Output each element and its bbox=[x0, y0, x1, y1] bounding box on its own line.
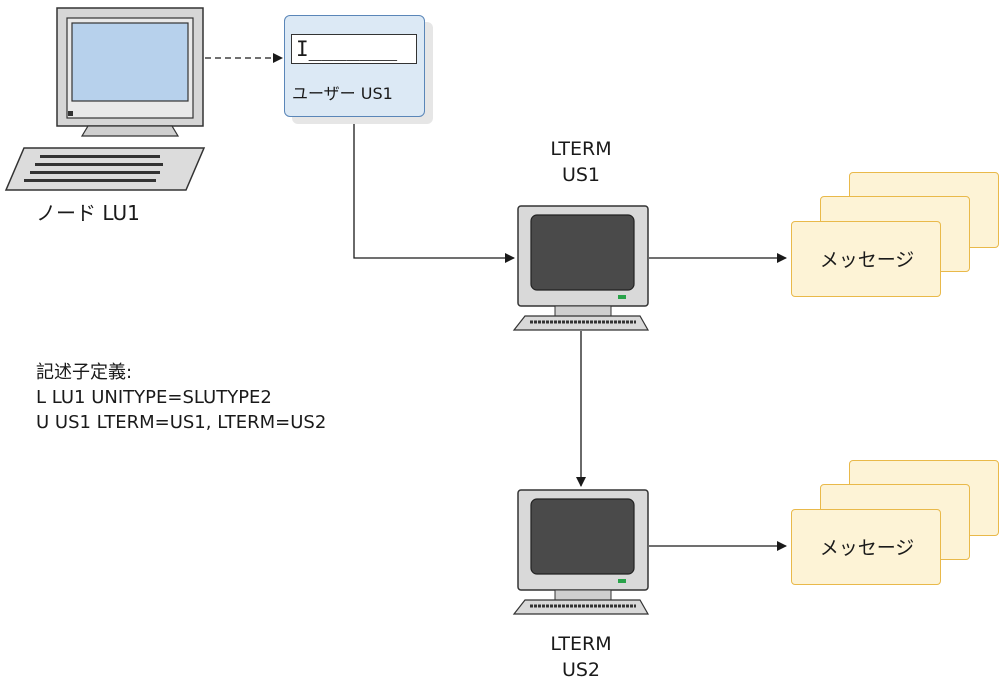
lterm1-label-line2: US1 bbox=[561, 164, 601, 186]
signon-to-lterm1-connector bbox=[353, 118, 515, 263]
message-card-front: メッセージ bbox=[791, 509, 941, 585]
lterm2-label-line1: LTERM bbox=[550, 633, 612, 655]
terminal-us1-icon bbox=[512, 205, 650, 331]
message-card-front: メッセージ bbox=[791, 221, 941, 297]
definition-line: L LU1 UNITYPE=SLUTYPE2 bbox=[36, 387, 272, 408]
lterm1-label-line1: LTERM bbox=[550, 138, 612, 160]
signon-panel: I_______ ユーザー US1 bbox=[284, 15, 425, 117]
terminal-us2-icon bbox=[512, 489, 650, 615]
message-label: メッセージ bbox=[819, 249, 915, 271]
pc-icon bbox=[4, 7, 206, 191]
definitions-heading: 記述子定義: bbox=[36, 362, 133, 383]
user-id-field[interactable]: I_______ bbox=[291, 34, 417, 64]
signon-user-label: ユーザー US1 bbox=[292, 84, 393, 103]
node-label: ノード LU1 bbox=[36, 201, 140, 225]
descriptor-definitions: 記述子定義: L LU1 UNITYPE=SLUTYPE2 U US1 LTER… bbox=[36, 360, 326, 435]
lterm2-label-line2: US2 bbox=[561, 659, 601, 681]
message-label: メッセージ bbox=[819, 537, 915, 559]
definition-line: U US1 LTERM=US1, LTERM=US2 bbox=[36, 412, 327, 433]
